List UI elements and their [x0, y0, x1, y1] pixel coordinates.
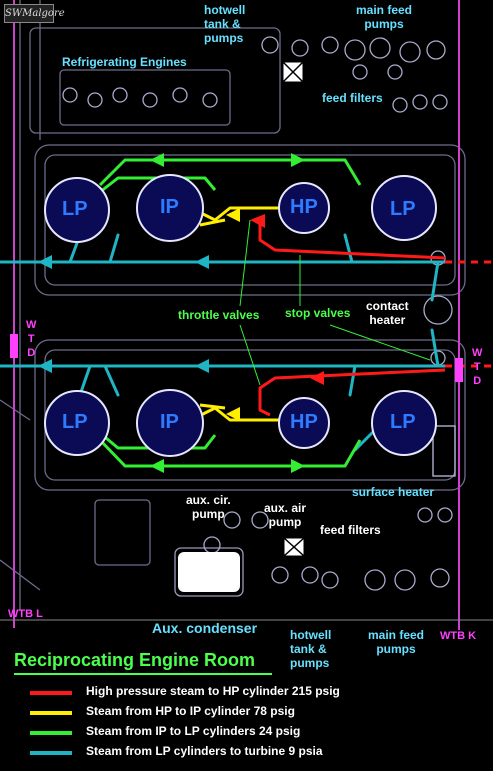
diagram-title: Reciprocating Engine Room [14, 650, 256, 670]
label-throttle-valves: throttle valves [178, 308, 260, 322]
label-contact-heater: contact heater [366, 299, 409, 327]
label-surface-heater: surface heater [352, 485, 435, 499]
label-wtb-l: WTB L [8, 608, 43, 620]
cylinder-bottom-hp: HP [290, 411, 318, 433]
cylinder-bottom-lp-right: LP [390, 411, 416, 433]
cylinder-top-hp: HP [290, 196, 318, 218]
legend-text: High pressure steam to HP cylinder 215 p… [86, 684, 340, 698]
cylinder-top-lp-right: LP [390, 198, 416, 220]
cylinder-top-ip: IP [160, 196, 179, 218]
label-aux-condenser: Aux. condenser [152, 620, 258, 636]
legend-swatch-ip-lp [30, 731, 72, 735]
label-refrigerating-engines: Refrigerating Engines [62, 55, 187, 69]
legend-swatch-exhaust [30, 751, 72, 755]
pump-shapes [62, 36, 453, 591]
legend-text: Steam from HP to IP cylinder 78 psig [86, 704, 295, 718]
label-main-feed-top: main feed pumps [356, 3, 413, 31]
hp-ip-arrowheads [226, 208, 240, 421]
artist-signature: SWMalgore [4, 4, 65, 23]
exhaust-arrowheads [38, 255, 209, 373]
label-hotwell-top: hotwell tank & pumps [204, 3, 246, 45]
legend-text: Steam from LP cylinders to turbine 9 psi… [86, 744, 323, 758]
label-wtd-right: W T D [472, 347, 483, 387]
label-aux-air-pump: aux. air pump [264, 501, 307, 529]
label-main-feed-bottom: main feed pumps [368, 628, 425, 656]
label-hotwell-bottom: hotwell tank & pumps [290, 628, 332, 670]
label-stop-valves: stop valves [285, 306, 351, 320]
aux-condenser-shape [178, 552, 240, 592]
legend-swatch-hp-ip [30, 711, 72, 715]
label-wtb-k: WTB K [440, 630, 477, 642]
cylinders [44, 174, 437, 457]
legend-swatch-hp [30, 691, 72, 695]
label-wtd-left: W T D [26, 319, 37, 359]
machinery-outline [0, 0, 466, 610]
hp-steam-lines [258, 222, 446, 417]
bulkheads [13, 0, 460, 630]
hp-ip-steam-lines [194, 206, 280, 422]
ip-lp-arrowheads [150, 153, 305, 473]
legend-text: Steam from IP to LP cylinders 24 psig [86, 724, 301, 738]
label-feed-filters-top: feed filters [322, 91, 383, 105]
wtd-markers [10, 334, 463, 382]
hp-arrowheads [250, 214, 324, 385]
label-aux-cir-pump: aux. cir. pump [186, 493, 231, 521]
cylinder-bottom-lp-left: LP [62, 411, 88, 433]
cylinder-top-lp-left: LP [62, 198, 88, 220]
cylinder-bottom-ip: IP [160, 411, 179, 433]
throttle-pointer-lines [239, 219, 431, 386]
label-feed-filters-bottom: feed filters [320, 523, 381, 537]
